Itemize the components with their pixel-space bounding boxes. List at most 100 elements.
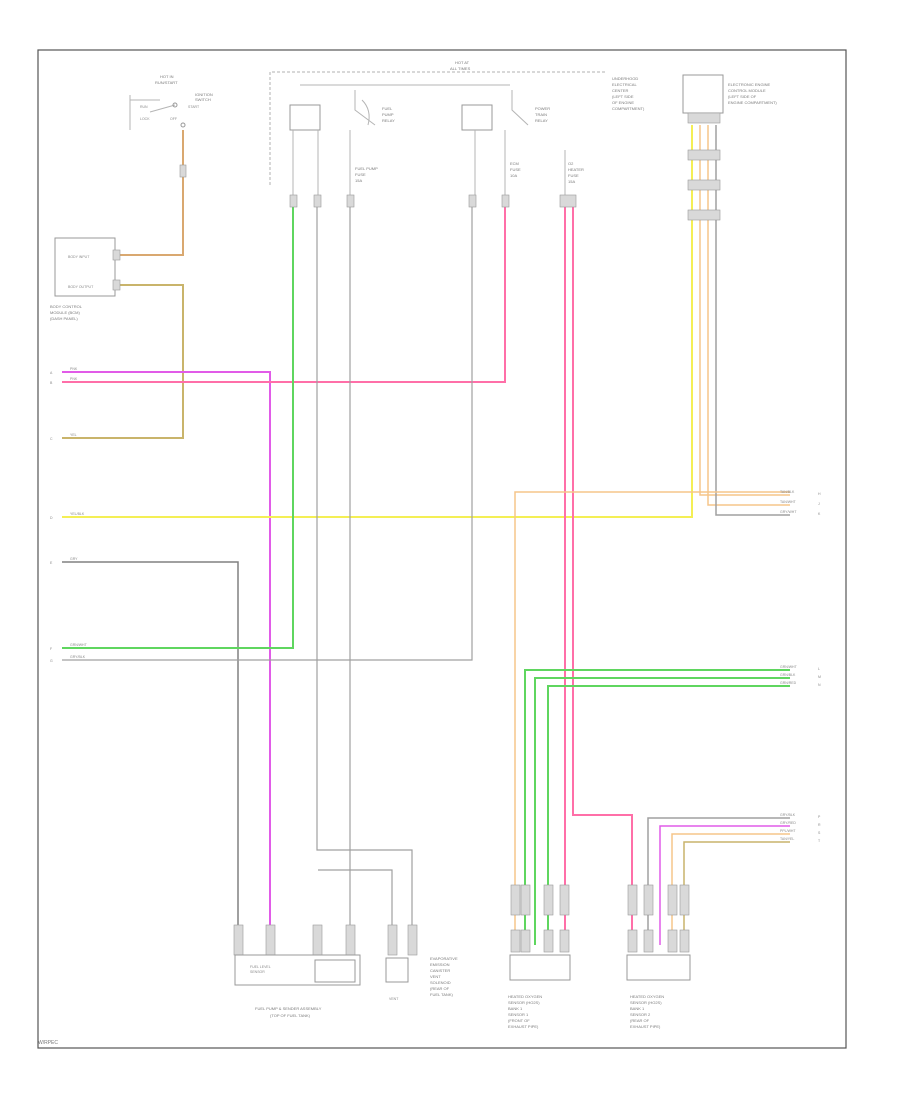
rt-wire-l: GRN/WHT <box>780 665 798 669</box>
uh-label-3: CENTER <box>612 88 629 93</box>
rt-pin-n: N <box>818 683 821 687</box>
fb-conn-2 <box>313 194 322 208</box>
oxygen-sensor-bank1-sensor2: HEATED OXYGEN SENSOR (HO2S) BANK 1 SENSO… <box>626 884 691 1029</box>
ign-pos-3: LOCK <box>140 117 150 121</box>
wire-layer <box>62 125 790 945</box>
fb-conn-5 <box>501 194 510 208</box>
underhood-electrical-center: UNDERHOOD ELECTRICAL CENTER (LEFT SIDE O… <box>612 76 645 111</box>
lt-pin-g: G <box>50 659 53 663</box>
ign-connector <box>179 164 187 178</box>
wire-grn-2 <box>534 677 790 945</box>
fp-asm-label-2: (TOP OF FUEL TANK) <box>270 1013 311 1018</box>
wire-pnk-a <box>62 371 271 945</box>
lt-pin-d: D <box>50 516 53 520</box>
o2-fuse-label-3: FUSE <box>568 173 579 178</box>
wire-ecm-2 <box>707 125 790 506</box>
o2-fuse-label-1: O2 <box>568 161 574 166</box>
fp-fuse-label-3: 15A <box>355 178 362 183</box>
o2s2-label-1: HEATED OXYGEN <box>630 994 664 999</box>
evap-label-2: EMISSION <box>430 962 450 967</box>
wire-o2s2-2 <box>659 825 790 945</box>
ecm-fuse-label-3: 10A <box>510 173 517 178</box>
wire-evap <box>318 869 393 945</box>
evap-label-7: FUEL TANK) <box>430 992 453 997</box>
wire-ignition-feed <box>120 130 184 256</box>
wire-grn-1 <box>524 669 790 945</box>
uh-label-2: ELECTRICAL <box>612 82 637 87</box>
rt-wire-n: GRN/RED <box>780 681 797 685</box>
wire-o2s2-3 <box>671 833 790 945</box>
wire-grn <box>62 205 294 649</box>
rt-pin-k: K <box>818 512 821 516</box>
evap-label-5: SOLENOID <box>430 980 451 985</box>
rt-wire-p: GRY/BLK <box>780 813 796 817</box>
wire-ecm-3 <box>715 125 790 516</box>
o2s1-label-2: SENSOR (HO2S) <box>508 1000 540 1005</box>
rt-pin-h: H <box>818 492 821 496</box>
evap-label-1: EVAPORATIVE <box>430 956 458 961</box>
bcm-pin-2 <box>112 279 121 291</box>
ign-pos-2: START <box>188 105 200 109</box>
wire-grn-3 <box>547 685 790 945</box>
rt-wire-k: GRY/WHT <box>780 510 797 514</box>
evap-label-6: (REAR OF <box>430 986 450 991</box>
o2s2-label-2: SENSOR (HO2S) <box>630 1000 662 1005</box>
lt-pin-b: B <box>50 381 53 385</box>
diagram-frame <box>37 49 847 1049</box>
fl-sensor-2: SENSOR <box>250 970 265 974</box>
bcm-label-1: BODY CONTROL <box>50 304 83 309</box>
rt-pin-m: M <box>818 675 821 679</box>
o2s1-label-3: BANK 1 <box>508 1006 523 1011</box>
ecm-label-2: CONTROL MODULE <box>728 88 766 93</box>
rt-wire-m: GRN/BLK <box>780 673 796 677</box>
o2-fuse-label-4: 15A <box>568 179 575 184</box>
ecm-label-3: (LEFT SIDE OF <box>728 94 757 99</box>
lt-wire-a: PNK <box>70 367 78 371</box>
wire-o2s2-4 <box>683 841 790 945</box>
fuse-block: HOT AT ALL TIMES FUEL PUMP RELAY FUEL PU… <box>269 60 605 208</box>
o2s2-label-4: SENSOR 2 <box>630 1012 651 1017</box>
bcm-pin-label-2: BODY OUTPUT <box>68 285 94 289</box>
wire-fp-feed <box>316 205 413 945</box>
ign-label-1: HOT IN <box>160 74 174 79</box>
fl-sensor-1: FUEL LEVEL <box>250 965 271 969</box>
fuel-pump-relay-coil <box>289 104 321 131</box>
uh-label-6: COMPARTMENT) <box>612 106 645 111</box>
bcm-pin-1 <box>112 249 121 261</box>
pt-relay-label-1: POWER <box>535 106 550 111</box>
evap-label-4: VENT <box>430 974 441 979</box>
wire-gry-blk <box>62 205 473 661</box>
o2-fuse-label-2: HEATER <box>568 167 584 172</box>
ign-label-3: IGNITION <box>195 92 213 97</box>
bcm-pin-label-1: BODY INPUT <box>68 255 90 259</box>
rt-pin-l: L <box>818 667 820 671</box>
left-terminals: A PNK B PNK C YEL D YEL/BLK E GRY F GRN/… <box>50 367 88 663</box>
ecm-connector: ELECTRONIC ENGINE CONTROL MODULE (LEFT S… <box>682 74 777 221</box>
rt-pin-s: S <box>818 831 821 835</box>
evap-label-3: CANISTER <box>430 968 450 973</box>
fp-relay-label-2: PUMP <box>382 112 394 117</box>
rt-pin-t: T <box>818 839 821 843</box>
fb-conn-3 <box>346 194 355 208</box>
diagram-code: W/RPEC <box>38 1040 58 1046</box>
wire-o2-feed-2 <box>572 200 633 945</box>
pt-relay-label-2: TRAIN <box>535 112 547 117</box>
fb-conn-1 <box>289 194 298 208</box>
rt-pin-j: J <box>818 502 820 506</box>
fp-relay-label-1: FUEL <box>382 106 393 111</box>
lt-wire-f: GRN/WHT <box>70 643 88 647</box>
rt-wire-s: PPL/WHT <box>780 829 796 833</box>
rt-pin-p: P <box>818 815 821 819</box>
lt-pin-a: A <box>50 371 53 375</box>
ign-pos-1: RUN <box>140 105 148 109</box>
lt-wire-g: GRY/BLK <box>70 655 86 659</box>
wire-tan-o2 <box>514 491 790 945</box>
fuel-pump-sender-assembly: FUEL LEVEL SENSOR FUEL PUMP & SENDER ASS… <box>233 924 361 1018</box>
ecm-label-1: ELECTRONIC ENGINE <box>728 82 771 87</box>
bcm-label-2: MODULE (BCM) <box>50 310 80 315</box>
uh-label-4: (LEFT SIDE <box>612 94 634 99</box>
ign-label-4: SWITCH <box>195 97 211 102</box>
lt-wire-d: YEL/BLK <box>70 512 85 516</box>
lt-pin-e: E <box>50 561 53 565</box>
